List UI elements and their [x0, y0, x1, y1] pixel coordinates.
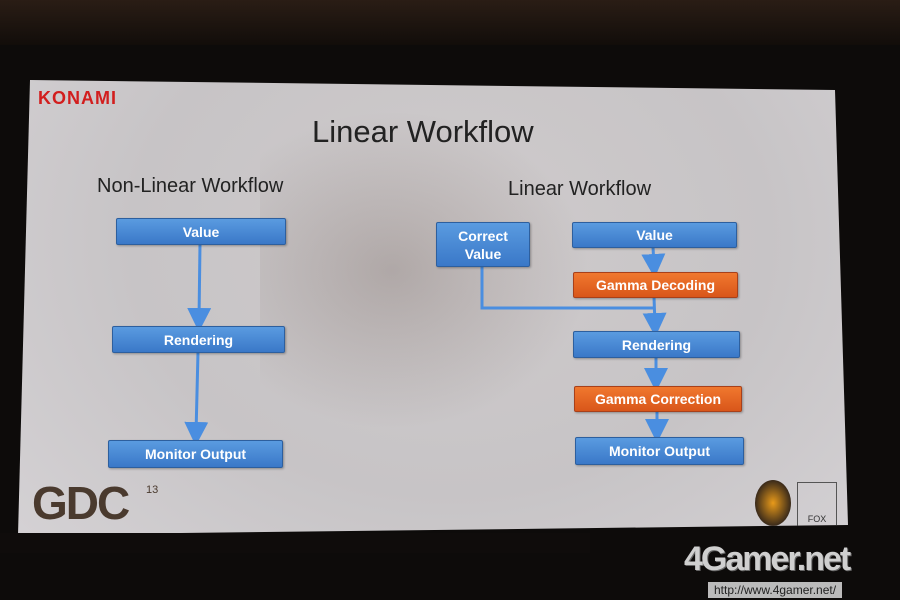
wall [0, 0, 900, 45]
arrow [187, 243, 212, 332]
left-heading: Non-Linear Workflow [97, 175, 284, 197]
arrow-connector [480, 266, 655, 310]
arrow [641, 246, 666, 278]
fox-logo: FOX [797, 482, 837, 528]
stage-foreground [0, 533, 590, 553]
right-heading: Linear Workflow [508, 178, 652, 200]
gdc-logo: GDC [32, 477, 130, 529]
gdc-year: 13 [146, 484, 159, 496]
slide-title: Linear Workflow [312, 114, 534, 149]
arrow [642, 296, 667, 337]
watermark-logo: 4Gamer.net [684, 540, 851, 578]
right-value-box: Value [572, 222, 737, 248]
right-monitor-output-box: Monitor Output [575, 437, 744, 465]
gamma-correction-box: Gamma Correction [574, 386, 742, 412]
left-rendering-box: Rendering [112, 326, 285, 353]
left-value-box: Value [116, 218, 286, 245]
arrow [184, 351, 209, 446]
kojima-logo [755, 480, 791, 526]
gamma-decoding-box: Gamma Decoding [573, 272, 738, 298]
konami-logo: KONAMI [38, 88, 117, 108]
left-monitor-output-box: Monitor Output [108, 440, 283, 468]
correct-value-box: Correct Value [436, 222, 530, 267]
background-image [260, 110, 590, 430]
right-rendering-box: Rendering [573, 331, 740, 358]
watermark-url: http://www.4gamer.net/ [708, 582, 843, 598]
